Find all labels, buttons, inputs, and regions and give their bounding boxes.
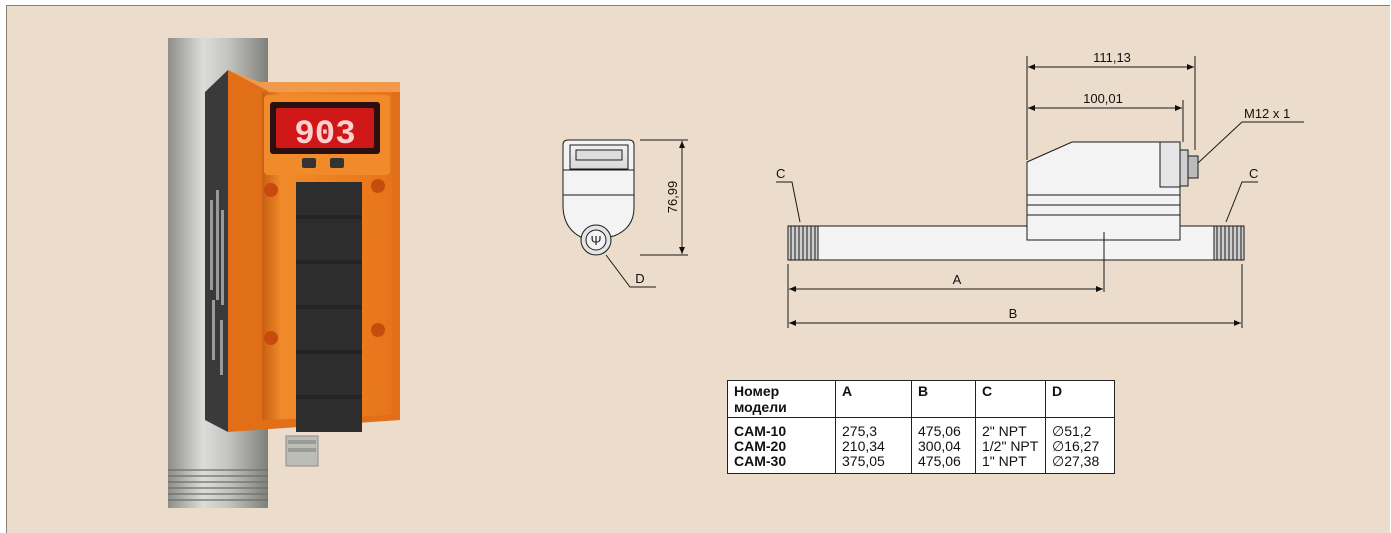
svg-text:Ψ: Ψ bbox=[591, 233, 602, 248]
table-cell: CAM-20 bbox=[734, 438, 787, 454]
connector-thread-label: M12 x 1 bbox=[1244, 106, 1290, 121]
sensor-top bbox=[228, 70, 400, 92]
table-cell: 275,3 bbox=[842, 423, 878, 439]
display-reading: 903 bbox=[294, 116, 355, 154]
table-cell: ∅51,2 bbox=[1052, 423, 1092, 439]
table-cell: 300,04 bbox=[918, 438, 961, 454]
c-column: 2" NPT 1/2" NPT 1" NPT bbox=[975, 417, 1046, 474]
table-cell: 210,34 bbox=[842, 438, 885, 454]
table-cell: 475,06 bbox=[918, 453, 961, 469]
product-photo: 903 bbox=[168, 38, 400, 508]
table-cell: 1" NPT bbox=[982, 453, 1027, 469]
dim-overall-label: 111,13 bbox=[1093, 50, 1131, 65]
dim-a-label: A bbox=[953, 272, 962, 287]
button-right bbox=[330, 158, 344, 168]
dim-b-label: B bbox=[1009, 306, 1018, 321]
front-view-drawing: Ψ bbox=[562, 139, 688, 288]
thread-left bbox=[787, 225, 819, 261]
table-cell: 475,06 bbox=[918, 423, 961, 439]
d-column: ∅51,2 ∅16,27 ∅27,38 bbox=[1045, 417, 1115, 474]
b-column: 475,06 300,04 475,06 bbox=[911, 417, 976, 474]
model-column: CAM-10 CAM-20 CAM-30 bbox=[727, 417, 836, 474]
spec-table: Номер модели A B C D CAM-10 CAM-20 CAM-3… bbox=[727, 380, 1115, 474]
header-b: B bbox=[911, 380, 976, 418]
table-body-row: CAM-10 CAM-20 CAM-30 275,3 210,34 375,05… bbox=[727, 417, 1115, 474]
side-connector bbox=[1179, 149, 1199, 187]
diameter-label: D bbox=[635, 271, 644, 286]
screw bbox=[264, 183, 278, 197]
table-cell: ∅27,38 bbox=[1052, 453, 1100, 469]
thread-label-left: C bbox=[776, 166, 785, 181]
a-column: 275,3 210,34 375,05 bbox=[835, 417, 912, 474]
screw bbox=[371, 179, 385, 193]
thread-label-right: C bbox=[1249, 166, 1258, 181]
header-a: A bbox=[835, 380, 912, 418]
display-led bbox=[276, 108, 374, 148]
button-left bbox=[302, 158, 316, 168]
table-cell: CAM-30 bbox=[734, 453, 787, 469]
height-label: 76,99 bbox=[665, 181, 680, 214]
sensor-side-labels bbox=[210, 190, 224, 375]
screw bbox=[371, 323, 385, 337]
table-cell: ∅16,27 bbox=[1052, 438, 1100, 454]
table-cell: 2" NPT bbox=[982, 423, 1027, 439]
table-cell: 375,05 bbox=[842, 453, 885, 469]
pipe-thread bbox=[168, 469, 268, 501]
table-cell: 1/2" NPT bbox=[982, 438, 1039, 454]
header-d: D bbox=[1045, 380, 1115, 418]
table-header-row: Номер модели A B C D bbox=[727, 380, 1115, 418]
side-housing bbox=[1026, 141, 1181, 241]
header-model: Номер модели bbox=[727, 380, 836, 418]
screw bbox=[264, 331, 278, 345]
header-c: C bbox=[975, 380, 1046, 418]
thread-right bbox=[1213, 225, 1245, 261]
side-view-drawing bbox=[776, 56, 1304, 328]
dim-housing-label: 100,01 bbox=[1083, 91, 1123, 106]
table-cell: CAM-10 bbox=[734, 423, 787, 439]
